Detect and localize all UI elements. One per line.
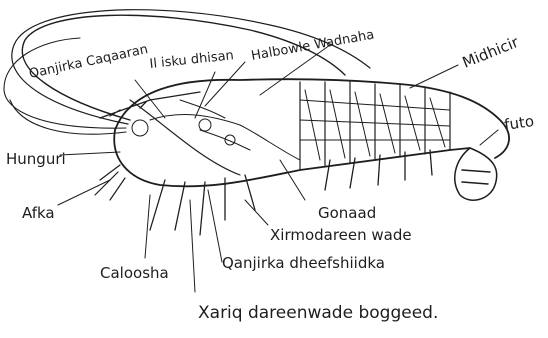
label-qanjirka-dheefshiidka: Qanjirka dheefshiidka [222,254,385,272]
label-midhicir: Midhicir [460,33,522,72]
label-futo: futo [503,112,535,134]
legs [95,150,432,235]
label-xariq-dareenwade-boggeed: Xariq dareenwade boggeed. [198,303,438,323]
label-xirmodareen-wade: Xirmodareen wade [270,226,412,244]
label-afka: Afka [22,204,55,222]
shrimp-body [114,79,509,186]
label-gonaad: Gonaad [318,204,376,222]
tail-fan [455,148,497,200]
label-qanjirka-caqaaran: Qanjirka Caqaaran [28,42,150,82]
label-il-isku-dhisan: Il isku dhisan [149,48,235,72]
label-caloosha: Caloosha [100,264,169,282]
label-hunguri: Hunguri [6,150,66,168]
